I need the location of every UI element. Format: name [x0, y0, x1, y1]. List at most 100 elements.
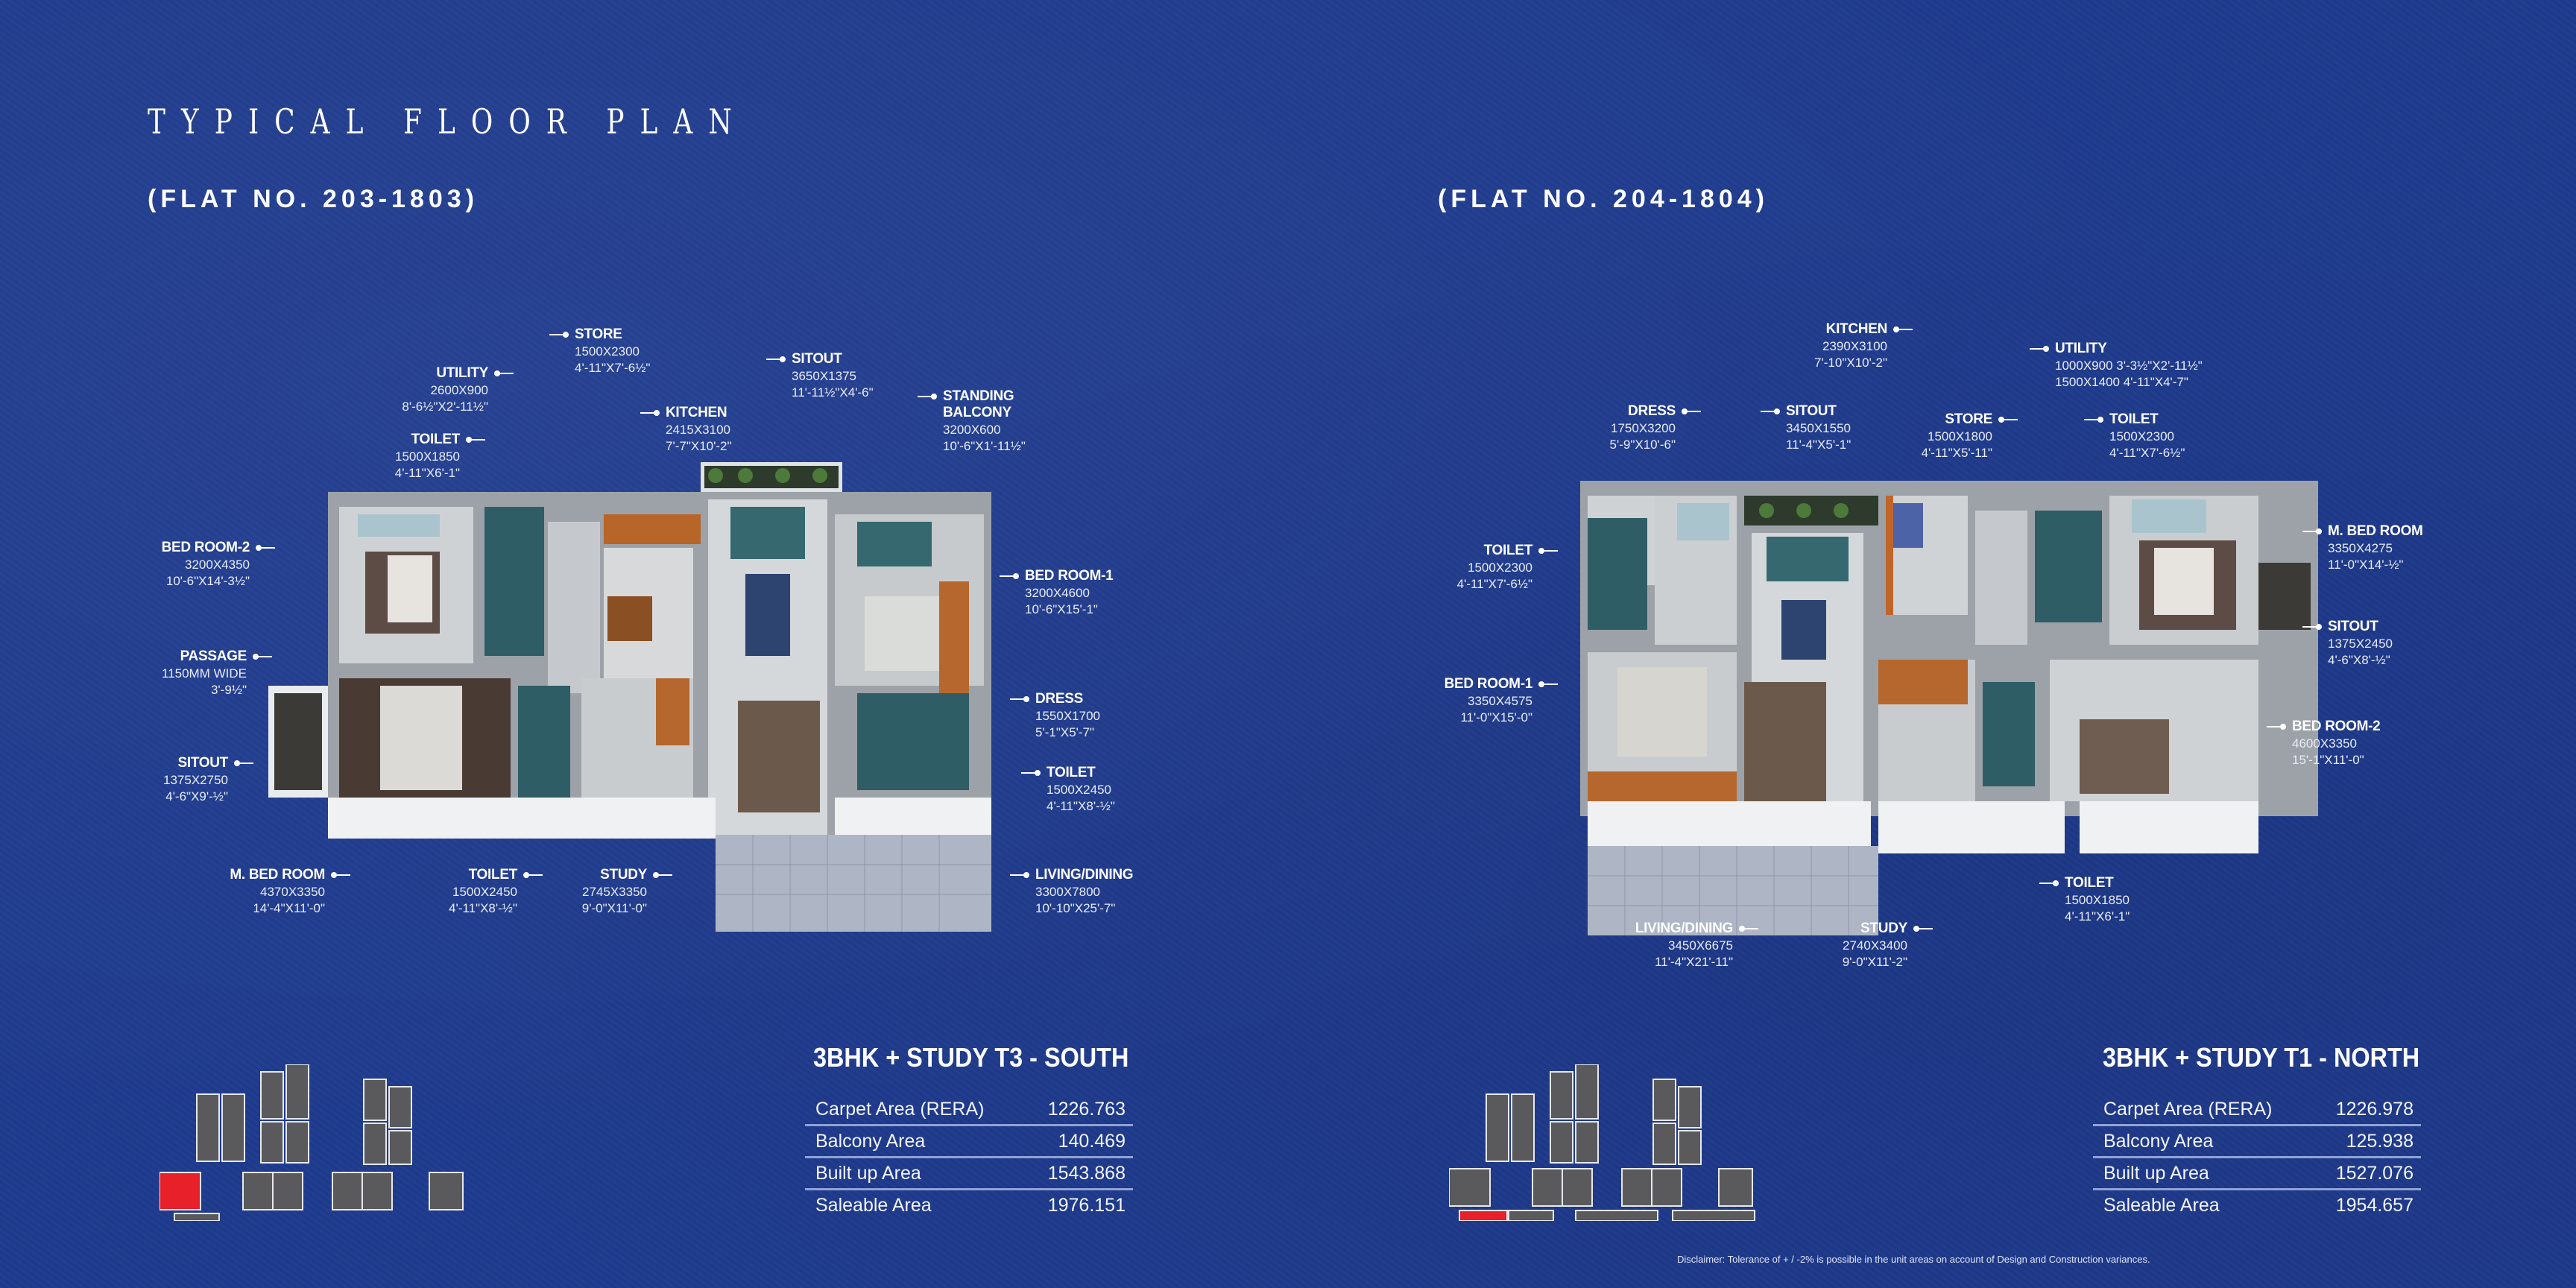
area-value: 1543.868 — [1047, 1162, 1126, 1184]
room-label: M. BED ROOM 4370X3350 14'-4"X11'-0" — [230, 867, 350, 917]
room-name: SITOUT — [766, 351, 842, 367]
room-dimension: 2740X3400 — [1843, 938, 1907, 953]
room-name: KITCHEN — [640, 405, 727, 420]
unit-type-right: 3BHK + STUDY T1 - NORTH — [2103, 1042, 2420, 1073]
room-dimension: 8'-6½"X2'-11½" — [402, 400, 488, 414]
room-label: UTILITY 2600X900 8'-6½"X2'-11½" — [402, 365, 514, 415]
room-dimension: 4'-6"X9'-½" — [165, 789, 228, 804]
room-dimension: 11'-4"X21'-11" — [1655, 955, 1733, 969]
area-label: Balcony Area — [815, 1130, 926, 1152]
room-dimension: 11'-11½"X4'-6" — [792, 385, 874, 400]
room-dimension: 11'-4"X5'-1" — [1786, 438, 1852, 452]
room-name: TOILET — [468, 867, 543, 883]
room-name: KITCHEN — [1825, 321, 1913, 337]
area-row: Built up Area 1543.868 — [805, 1158, 1133, 1190]
room-name: UTILITY — [436, 365, 514, 381]
area-label: Built up Area — [2103, 1162, 2209, 1184]
room-name: STORE — [1945, 411, 2018, 427]
area-row: Built up Area 1527.076 — [2093, 1158, 2421, 1190]
area-row: Saleable Area 1954.657 — [2093, 1190, 2421, 1220]
room-dimension: 1500X1400 4'-11"X4'-7" — [2055, 375, 2188, 389]
room-dimension: 11'-0"X15'-0" — [1460, 710, 1532, 724]
disclaimer: Disclaimer: Tolerance of + / -2% is poss… — [1677, 1254, 2150, 1265]
room-label: BED ROOM-2 3200X4350 10'-6"X14'-3½" — [161, 540, 276, 590]
area-value: 1226.763 — [1047, 1098, 1126, 1120]
flat-number-right: (FLAT NO. 204-1804) — [1438, 185, 1770, 213]
area-row: Carpet Area (RERA)1226.763 — [805, 1094, 1133, 1126]
room-dimension: 3450X1550 — [1786, 421, 1851, 435]
room-name: STUDY — [600, 867, 672, 883]
room-dimension: 3350X4275 — [2328, 541, 2393, 555]
room-dimension: 7'-7"X10'-2" — [666, 439, 732, 453]
room-name: SITOUT — [177, 755, 253, 771]
room-name: TOILET — [2083, 411, 2159, 427]
highlighted-unit — [160, 1172, 201, 1210]
room-dimension: 10'-10"X25'-7" — [1035, 901, 1116, 915]
room-name: SITOUT — [2302, 619, 2378, 634]
room-dimension: 1500X2450 — [452, 885, 517, 899]
room-name: BED ROOM-2 — [2266, 719, 2381, 734]
area-label: Carpet Area (RERA) — [2103, 1098, 2273, 1120]
room-dimension: 10'-6"X15'-1" — [1025, 602, 1098, 616]
room-dimension: 4370X3350 — [260, 885, 325, 899]
room-label: BED ROOM-1 3350X4575 11'-0"X15'-0" — [1444, 676, 1559, 726]
room-dimension: 9'-0"X11'-0" — [581, 901, 647, 915]
room-dimension: 2600X900 — [430, 383, 488, 397]
page-title: TYPICAL FLOOR PLAN — [148, 101, 748, 142]
room-dimension: 3650X1375 — [792, 369, 856, 383]
area-value: 1976.151 — [1047, 1194, 1126, 1216]
area-value: 1527.076 — [2335, 1162, 2414, 1184]
room-name: M. BED ROOM — [230, 867, 350, 883]
room-name: BED ROOM-2 — [161, 540, 276, 555]
room-name: M. BED ROOM — [2302, 523, 2423, 539]
area-row: Balcony Area 140.469 — [805, 1126, 1133, 1158]
room-dimension: 7'-10"X10'-2" — [1814, 356, 1887, 370]
room-dimension: 4'-11"X8'-½" — [449, 901, 517, 915]
room-dimension: 1500X1850 — [395, 449, 460, 464]
room-name: LIVING/DINING — [1635, 921, 1759, 936]
room-name: STUDY — [1860, 921, 1933, 936]
area-value: 1954.657 — [2335, 1194, 2414, 1216]
room-dimension: 1550X1700 — [1035, 709, 1100, 723]
room-dimension: 10'-6"X14'-3½" — [165, 574, 250, 588]
room-dimension: 4'-11"X8'-½" — [1046, 799, 1115, 813]
room-dimension: 1500X1850 — [2065, 893, 2130, 907]
area-label: Saleable Area — [815, 1194, 932, 1216]
room-dimension: 3200X600 — [943, 423, 1001, 437]
room-dimension: 10'-6"X1'-11½" — [943, 439, 1026, 453]
room-dimension: 3350X4575 — [1468, 694, 1532, 708]
room-dimension: 1500X2300 — [575, 344, 640, 359]
room-name: BED ROOM-1 — [1444, 676, 1559, 692]
room-name: PASSAGE — [180, 648, 273, 664]
room-name: STANDING BALCONY — [918, 388, 1025, 421]
area-label: Saleable Area — [2103, 1194, 2220, 1216]
room-name: LIVING/DINING — [1009, 867, 1134, 883]
room-dimension: 1150MM WIDE — [162, 666, 247, 681]
area-label: Built up Area — [815, 1162, 921, 1184]
room-dimension: 14'-4"X11'-0" — [253, 901, 325, 915]
floor-plan-image-right — [1580, 481, 2318, 935]
room-dimension: 4'-11"X6'-1" — [2065, 909, 2130, 924]
room-dimension: 5'-1"X5'-7" — [1035, 725, 1095, 739]
room-dimension: 3200X4350 — [185, 558, 250, 572]
area-value: 140.469 — [1058, 1130, 1126, 1152]
